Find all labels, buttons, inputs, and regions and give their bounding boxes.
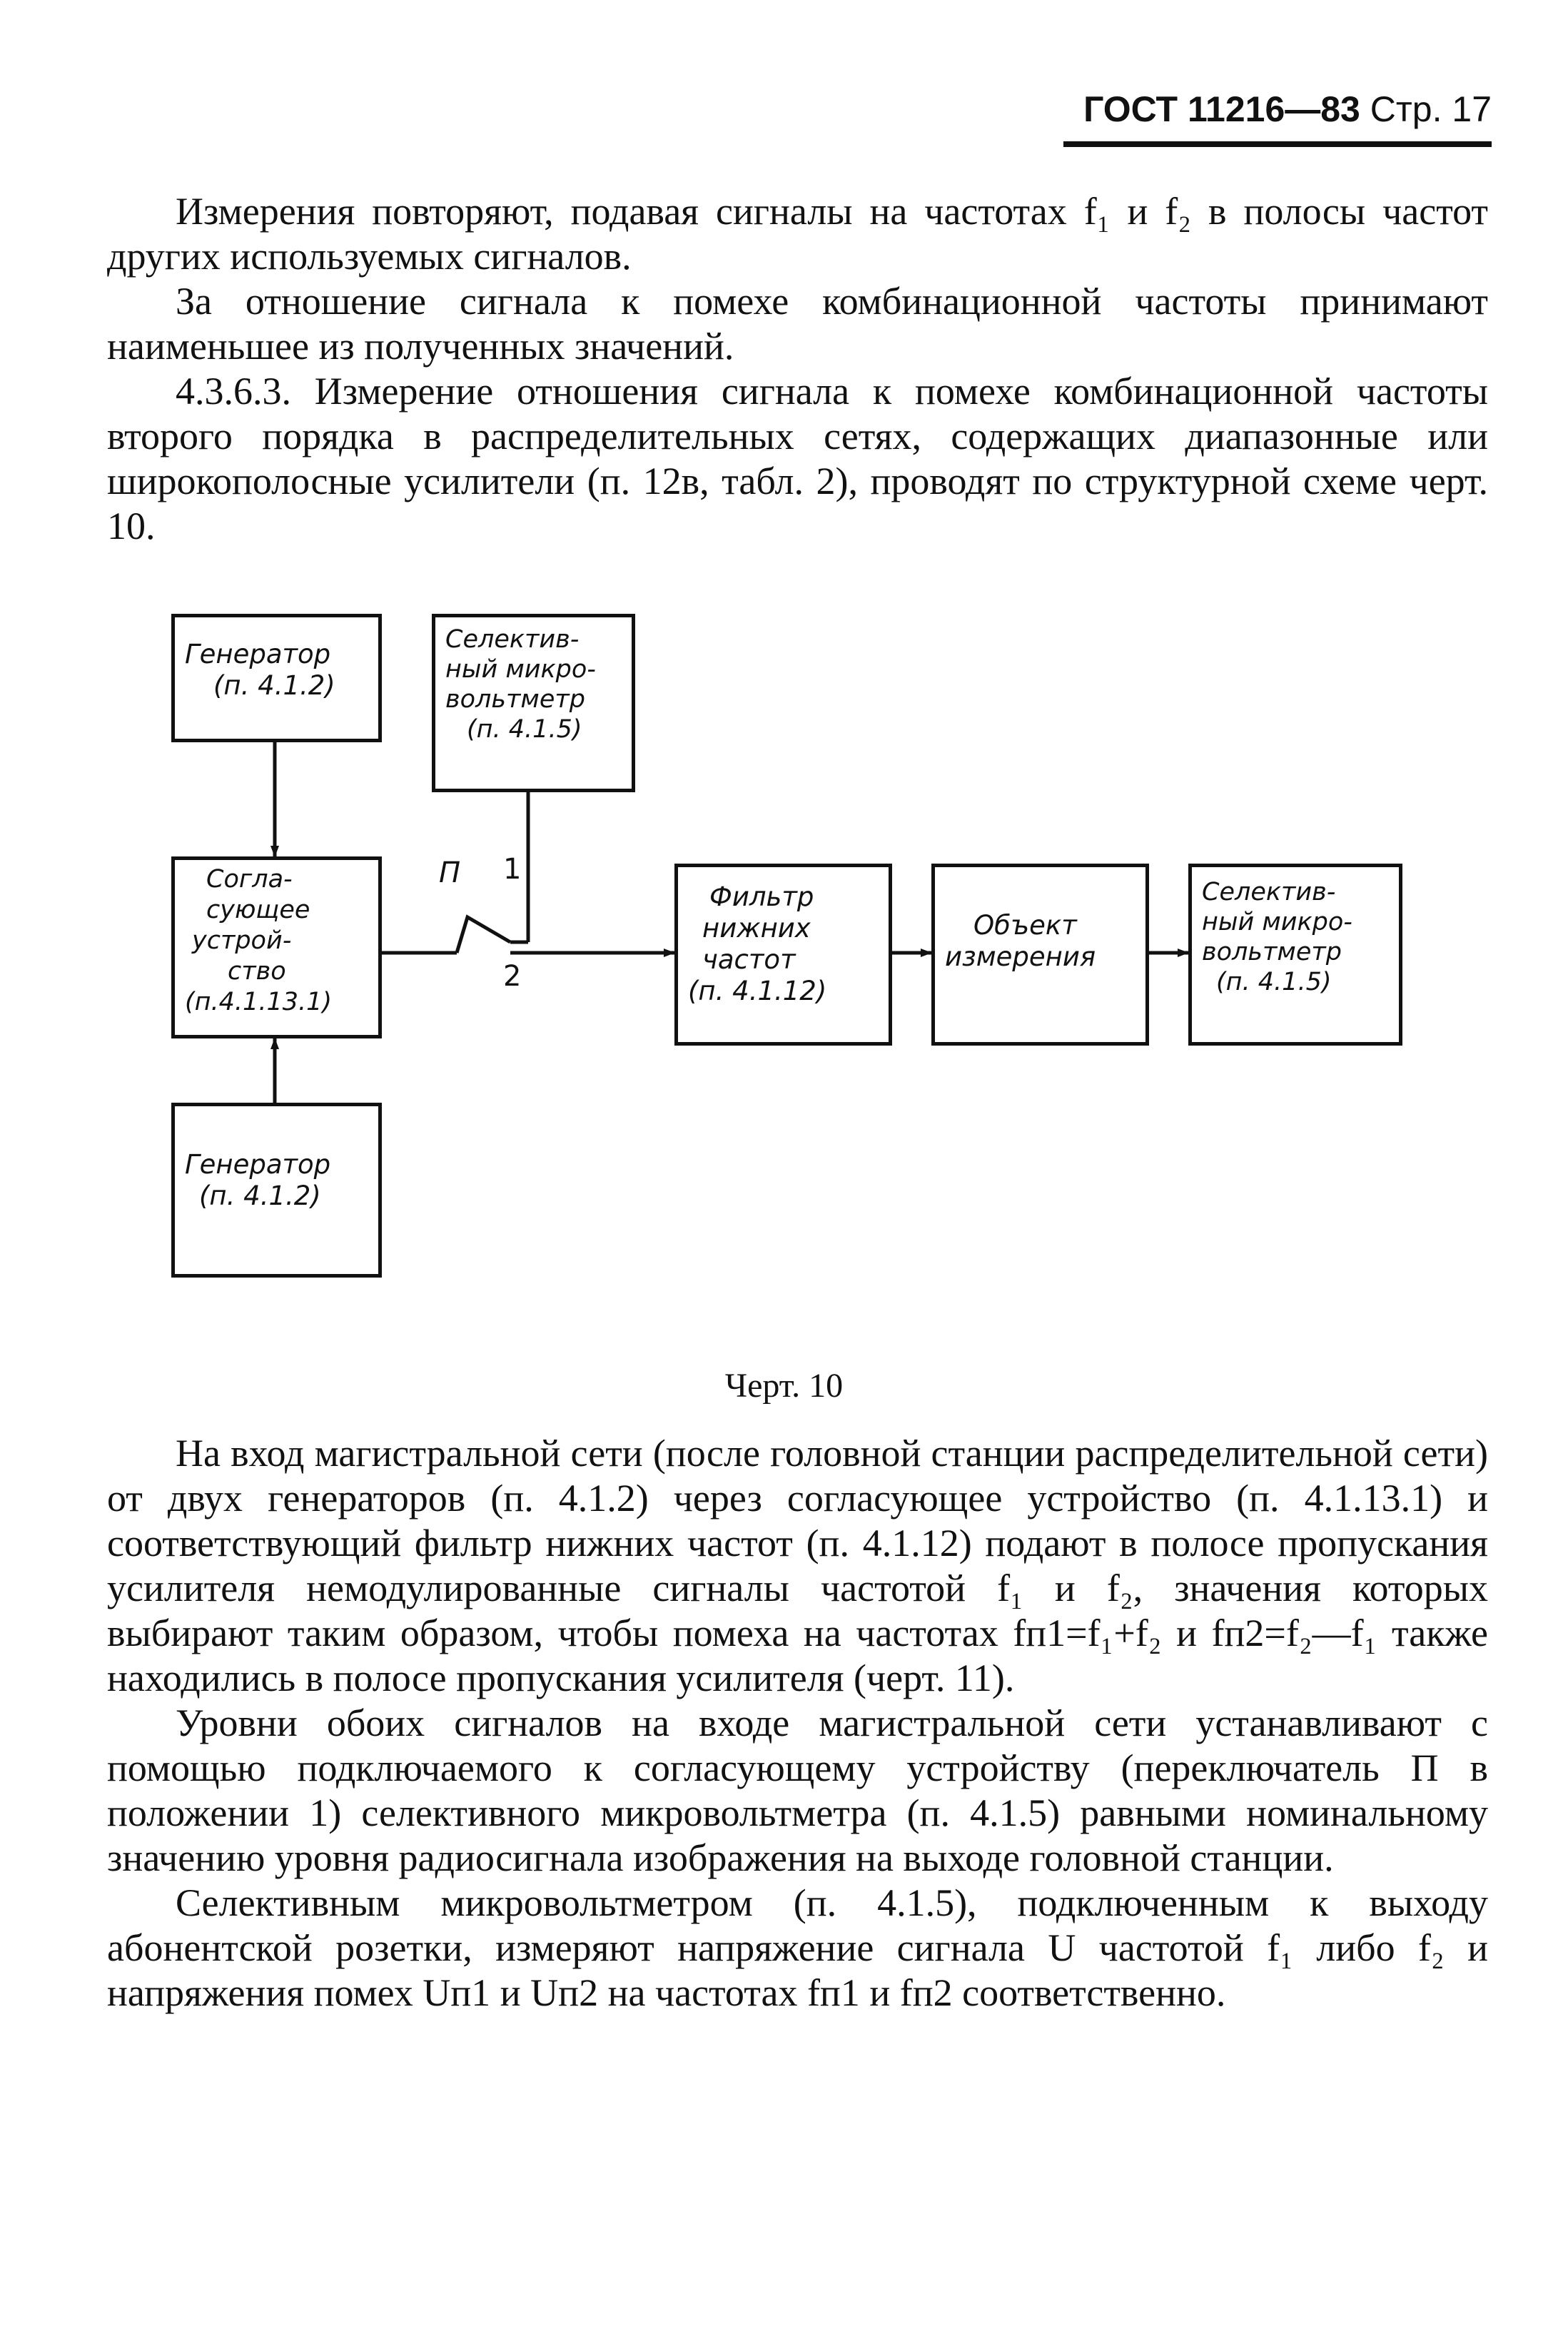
block-label: устрой- xyxy=(192,926,292,955)
paragraph: Уровни обоих сигналов на входе магистрал… xyxy=(107,1702,1488,1879)
block-label: ный микро- xyxy=(1202,908,1352,936)
switch-position-1: 1 xyxy=(503,853,522,886)
block-label: (п.4.1.13.1) xyxy=(185,988,333,1016)
text-block-bottom: На вход магистральной сети (после головн… xyxy=(107,1431,1488,2016)
block-lowpass-filter: Фильтр нижних частот (п. 4.1.12) xyxy=(674,864,892,1046)
block-label: сующее xyxy=(206,896,310,924)
block-label: измерения xyxy=(945,941,1096,972)
block-label: Селектив- xyxy=(445,625,580,654)
block-label: (п. 4.1.12) xyxy=(688,976,827,1006)
block-object: Объект измерения xyxy=(931,864,1149,1046)
block-label: Согла- xyxy=(206,865,293,894)
block-label: ный микро- xyxy=(445,655,596,684)
block-label: Фильтр xyxy=(709,881,814,912)
block-label: Объект xyxy=(973,910,1077,941)
block-label: (п. 4.1.2) xyxy=(213,670,335,701)
block-matching-device: Согла- сующее устрой- ство (п.4.1.13.1) xyxy=(171,856,382,1038)
block-voltmeter-right: Селектив- ный микро- вольтметр (п. 4.1.5… xyxy=(1188,864,1402,1046)
block-generator-top: Генератор (п. 4.1.2) xyxy=(171,614,382,742)
block-label: Генератор xyxy=(185,1149,331,1180)
block-voltmeter-top: Селектив- ный микро- вольтметр (п. 4.1.5… xyxy=(432,614,635,792)
block-label: Генератор xyxy=(185,639,331,669)
page-number: Стр. 17 xyxy=(1370,89,1492,129)
block-label: (п. 4.1.5) xyxy=(1216,968,1332,996)
block-label: ство xyxy=(228,957,286,986)
block-label: вольтметр xyxy=(445,685,585,714)
block-label: нижних xyxy=(702,913,811,944)
block-label: вольтметр xyxy=(1202,938,1342,966)
text-block-top: Измерения повторяют, подавая сигналы на … xyxy=(107,189,1488,549)
block-label: (п. 4.1.5) xyxy=(467,715,582,744)
block-label: частот xyxy=(702,944,796,975)
switch-position-2: 2 xyxy=(503,960,522,993)
switch-blade xyxy=(455,914,512,954)
standard-title: ГОСТ 11216—83 xyxy=(1083,89,1360,129)
paragraph: Измерения повторяют, подавая сигналы на … xyxy=(107,190,1488,278)
block-generator-bottom: Генератор (п. 4.1.2) xyxy=(171,1103,382,1278)
paragraph: За отношение сигнала к помехе комбинацио… xyxy=(107,280,1488,368)
block-label: Селектив- xyxy=(1202,878,1336,906)
paragraph: 4.3.6.3. Измерение отношения сигнала к п… xyxy=(107,370,1488,547)
switch-label: П xyxy=(439,856,461,889)
page-header: ГОСТ 11216—83 Стр. 17 xyxy=(1063,84,1492,147)
paragraph: На вход магистральной сети (после головн… xyxy=(107,1432,1488,1699)
paragraph: Селективным микровольтметром (п. 4.1.5),… xyxy=(107,1881,1488,2014)
figure-caption: Черт. 10 xyxy=(724,1367,844,1405)
block-label: (п. 4.1.2) xyxy=(199,1180,321,1211)
